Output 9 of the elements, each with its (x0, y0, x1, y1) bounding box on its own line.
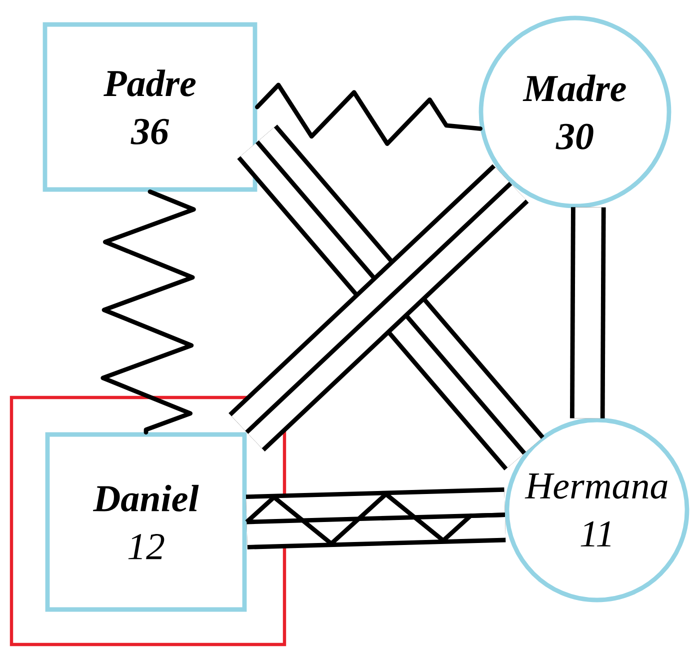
highlight-frame (10, 396, 286, 646)
relationship-line (255, 82, 482, 146)
person-box: Padre 36 (42, 22, 258, 192)
relationship-line (100, 190, 196, 434)
relationship-line (245, 487, 506, 550)
person-box: Daniel 12 (45, 432, 247, 612)
relationship-line (228, 164, 529, 452)
relationship-line (237, 124, 544, 470)
relationship-line (570, 207, 606, 418)
